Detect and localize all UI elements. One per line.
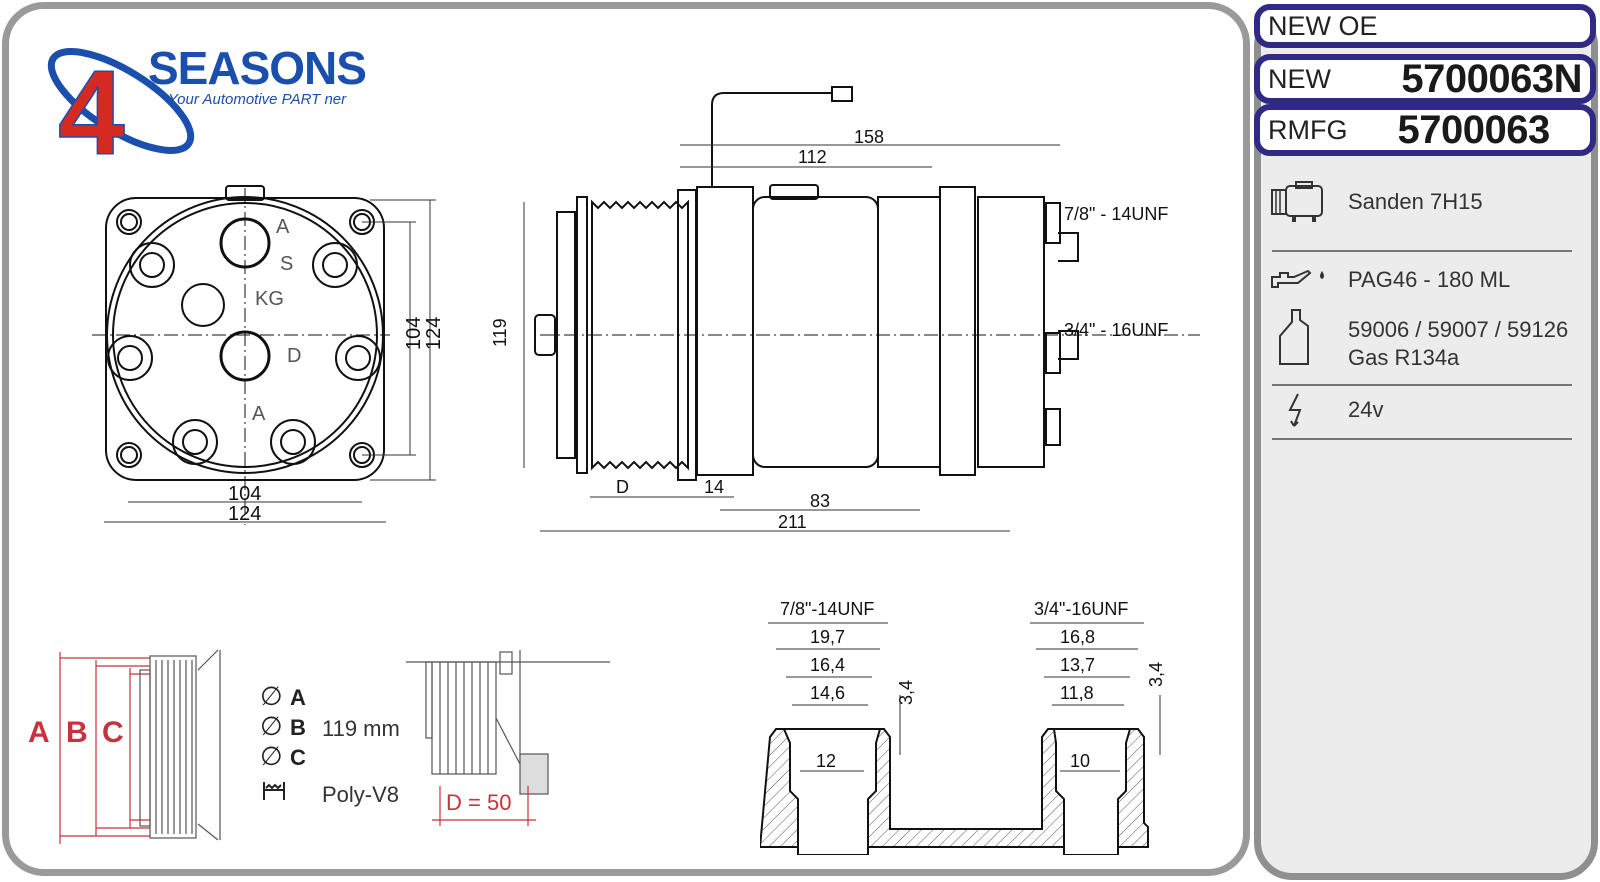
dim-side-158: 158 xyxy=(854,127,884,147)
poly-v-belt-icon xyxy=(263,782,285,800)
port-left-d2: 16,4 xyxy=(810,655,845,675)
port-left-d1: 19,7 xyxy=(810,627,845,647)
logo-swoosh xyxy=(47,48,195,154)
pulley-d-value: D = 50 xyxy=(446,790,511,815)
diameter-a-label: A xyxy=(290,685,306,710)
dim-side-d: D xyxy=(616,477,629,497)
dim-side-14: 14 xyxy=(704,477,724,497)
new-part-number: 5700063N xyxy=(1401,56,1582,101)
pulley-label-b: B xyxy=(66,716,88,749)
drawing-panel xyxy=(2,2,1250,876)
port-right-inner: 10 xyxy=(1070,751,1090,771)
port-right-depth: 3,4 xyxy=(1146,662,1166,687)
voltage-value: 24v xyxy=(1348,397,1384,422)
spec-voltage: 24v xyxy=(1270,390,1572,430)
refrigerant-gas: Gas R134a xyxy=(1348,345,1460,370)
oil-bottle-icon xyxy=(1279,309,1309,365)
pulley-detail: A B C ∅ A ∅ B ∅ C 119 mm Poly-V8 D = 50 xyxy=(28,649,610,844)
oil-type: PAG46 - 180 ML xyxy=(1348,267,1511,292)
compressor-side-view: 158 112 119 D 14 83 211 7/8" - 14UNF 3/4… xyxy=(490,86,1200,532)
rmfg-part-box: RMFG 5700063 xyxy=(1254,104,1596,156)
logo-four: 4 xyxy=(58,46,125,161)
four-seasons-logo: 4 SEASONS Your Automotive PART ner xyxy=(47,42,367,161)
port-suction-label: 7/8" - 14UNF xyxy=(1064,204,1168,224)
dim-front-inner-h: 104 xyxy=(403,317,425,350)
label-a-top: A xyxy=(276,216,290,238)
diameter-a-symbol: ∅ xyxy=(260,681,283,711)
port-left-title: 7/8"-14UNF xyxy=(780,599,874,619)
dim-side-211: 211 xyxy=(778,512,807,532)
label-d: D xyxy=(287,345,301,367)
spec-oil: PAG46 - 180 ML xyxy=(1270,266,1572,294)
new-oe-box: NEW OE xyxy=(1254,4,1596,48)
spec-divider xyxy=(1272,384,1572,386)
spec-compressor: Sanden 7H15 xyxy=(1270,180,1572,224)
spec-divider xyxy=(1272,438,1572,440)
port-discharge-label: 3/4" - 16UNF xyxy=(1064,320,1168,340)
diameter-c-symbol: ∅ xyxy=(260,741,283,771)
diameter-c-label: C xyxy=(290,745,306,770)
new-part-box: NEW 5700063N xyxy=(1254,54,1596,104)
port-section-detail: 7/8"-14UNF 19,7 16,4 14,6 12 3,4 3/4"-16… xyxy=(760,599,1166,855)
spec-divider xyxy=(1272,250,1572,252)
dim-side-112: 112 xyxy=(798,147,827,167)
dim-front-outer-h: 124 xyxy=(423,317,445,350)
port-right-d3: 11,8 xyxy=(1060,683,1094,703)
diameter-b-symbol: ∅ xyxy=(260,711,283,741)
logo-tagline: Your Automotive PART ner xyxy=(168,91,347,108)
rmfg-label: RMFG xyxy=(1268,114,1348,145)
label-a-bottom: A xyxy=(252,403,266,425)
compressor-icon xyxy=(1271,181,1323,222)
label-kg: KG xyxy=(255,288,284,310)
new-oe-label: NEW OE xyxy=(1268,10,1378,41)
dim-front-outer-w: 124 xyxy=(228,503,261,525)
port-left-d3: 14,6 xyxy=(810,683,845,703)
dim-side-83: 83 xyxy=(810,491,830,511)
compressor-model: Sanden 7H15 xyxy=(1348,189,1483,214)
new-label: NEW xyxy=(1268,63,1331,94)
belt-type: Poly-V8 xyxy=(322,782,399,807)
pulley-label-c: C xyxy=(102,716,124,749)
pulley-label-a: A xyxy=(28,716,50,749)
logo-wordmark: SEASONS xyxy=(148,42,366,94)
port-right-d1: 16,8 xyxy=(1060,627,1095,647)
lightning-icon xyxy=(1288,393,1302,427)
dim-side-119: 119 xyxy=(490,318,510,347)
diameter-b-label: B xyxy=(290,715,306,740)
port-right-d2: 13,7 xyxy=(1060,655,1095,675)
oil-can-icon xyxy=(1271,269,1324,288)
oil-part-numbers: 59006 / 59007 / 59126 xyxy=(1348,317,1569,342)
port-left-inner: 12 xyxy=(816,751,836,771)
dim-front-inner-w: 104 xyxy=(228,483,261,505)
port-right-title: 3/4"-16UNF xyxy=(1034,599,1128,619)
port-left-depth: 3,4 xyxy=(896,680,916,705)
spec-oil-refs: 59006 / 59007 / 59126 Gas R134a xyxy=(1270,302,1572,372)
pulley-diameter-value: 119 mm xyxy=(322,716,400,741)
label-s: S xyxy=(280,253,293,275)
compressor-front-view: A S KG D A 104 124 104 124 xyxy=(92,185,445,525)
rmfg-part-number: 5700063 xyxy=(1397,107,1550,152)
